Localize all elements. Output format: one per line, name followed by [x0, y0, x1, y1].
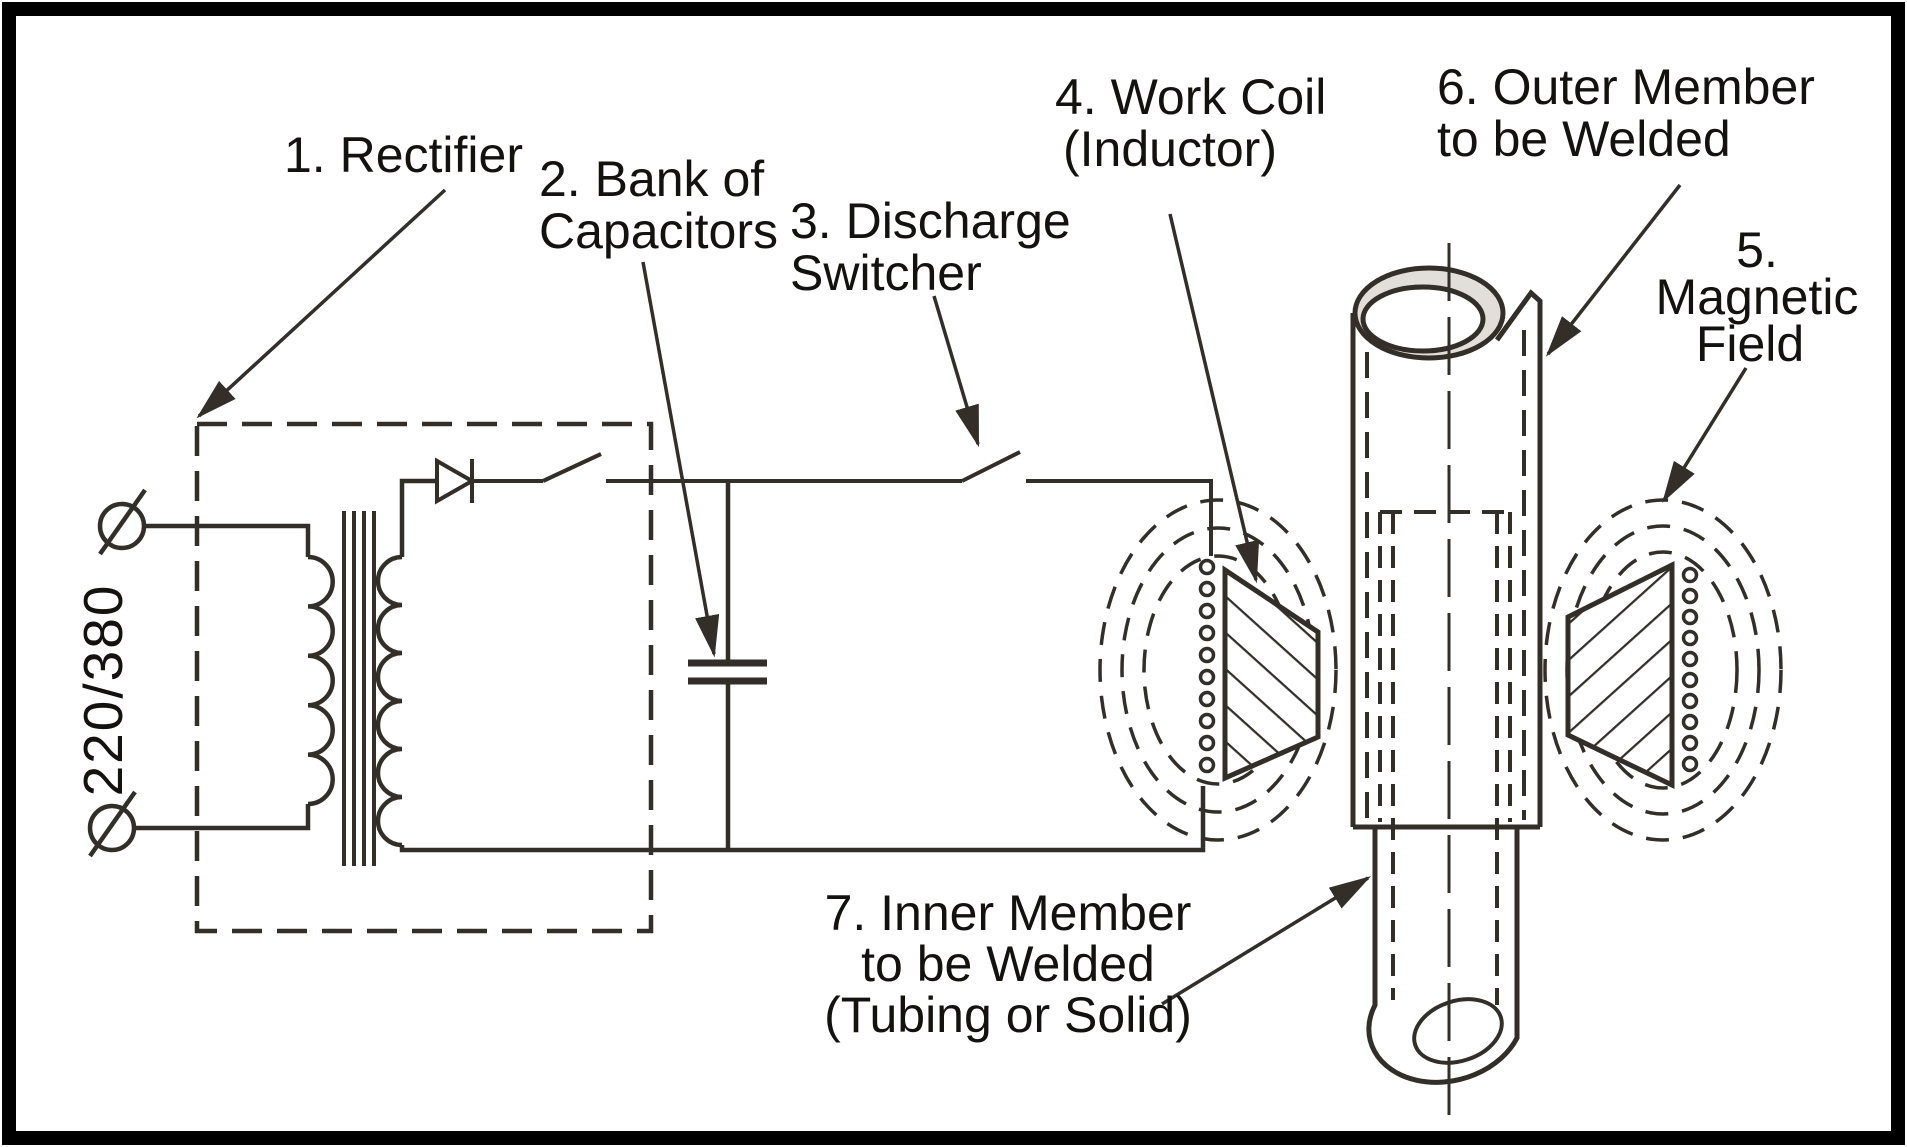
coil-feed-wire: [1026, 479, 1213, 556]
terminal-slash-icon: [98, 488, 147, 556]
transformer-primary-winding: [307, 554, 335, 807]
inner-member-arrow: [1161, 876, 1371, 1006]
switch-blade: [542, 452, 602, 483]
secondary-top-wire: [399, 478, 437, 557]
diode-triangle: [435, 457, 477, 505]
capacitor-bank-symbol: [688, 481, 767, 850]
terminal-slash-icon: [88, 790, 137, 858]
label-magnetic-field-line2: Magnetic: [1656, 269, 1859, 325]
transformer: [136, 478, 437, 866]
work-coil-arrow: [1168, 213, 1260, 584]
labels: 1. Rectifier 2. Bank of Capacitors 3. Di…: [72, 59, 1858, 1043]
diode-icon: [435, 457, 543, 505]
label-discharge-switcher-line2: Switcher: [790, 245, 982, 301]
charging-switch: [542, 452, 962, 483]
label-inner-member-line3: (Tubing or Solid): [824, 987, 1192, 1043]
label-inner-member-line2: to be Welded: [861, 936, 1155, 992]
tube-wall-hidden-surfaces: [1365, 330, 1526, 820]
coil-body-hatched: [1222, 565, 1321, 782]
field-ring-outer: [1098, 498, 1338, 842]
label-inner-member-line1: 7. Inner Member: [825, 885, 1192, 941]
inner-member-hidden: [1378, 510, 1512, 1005]
switch-blade: [961, 450, 1021, 483]
inner-tube-outline: [1366, 828, 1520, 1085]
label-magnetic-field-line1: 5.: [1736, 222, 1778, 278]
transformer-secondary-winding: [375, 554, 403, 848]
tube-mouth-inner-rim: [1360, 284, 1486, 354]
supply-terminal-top: [97, 488, 147, 556]
label-outer-member-line1: 6. Outer Member: [1437, 59, 1815, 115]
supply-terminal-bottom: [87, 790, 137, 858]
label-capacitor-bank-line2: Capacitors: [539, 203, 778, 259]
label-outer-member-line2: to be Welded: [1437, 111, 1731, 167]
outer-member-tube: [1350, 265, 1543, 830]
label-capacitor-bank-line1: 2. Bank of: [539, 151, 764, 207]
terminal-circle-icon: [87, 803, 137, 853]
tube-wall-right-horn: [1494, 289, 1543, 827]
discharge-switcher-arrow: [932, 295, 980, 448]
coil-body-hatched: [1565, 560, 1675, 789]
capacitor-bank-arrow: [641, 261, 720, 658]
label-rectifier: 1. Rectifier: [284, 127, 523, 183]
label-discharge-switcher-line1: 3. Discharge: [790, 193, 1071, 249]
terminal-circle-icon: [97, 501, 147, 551]
primary-bottom-wire: [136, 804, 311, 831]
coil-turns-dots: [1681, 566, 1699, 773]
work-coil-right: [1565, 560, 1699, 789]
outer-member-arrow: [1545, 183, 1682, 357]
label-work-coil-line1: 4. Work Coil: [1055, 69, 1326, 125]
magnetic-field-arrow: [1662, 367, 1748, 503]
coil-turns-dots: [1198, 558, 1216, 774]
discharge-switch: [961, 450, 1213, 556]
rectifier-box: [194, 421, 654, 934]
label-supply-voltage: 220/380: [72, 584, 134, 797]
work-coil-left: [1198, 558, 1321, 782]
rectifier-arrow: [196, 188, 447, 419]
primary-top-wire: [146, 523, 311, 557]
transformer-core: [342, 511, 376, 866]
return-wire: [399, 786, 1206, 853]
leader-arrows: [196, 183, 1748, 1006]
label-work-coil-line2: (Inductor): [1063, 121, 1277, 177]
label-magnetic-field-line3: Field: [1696, 316, 1804, 372]
